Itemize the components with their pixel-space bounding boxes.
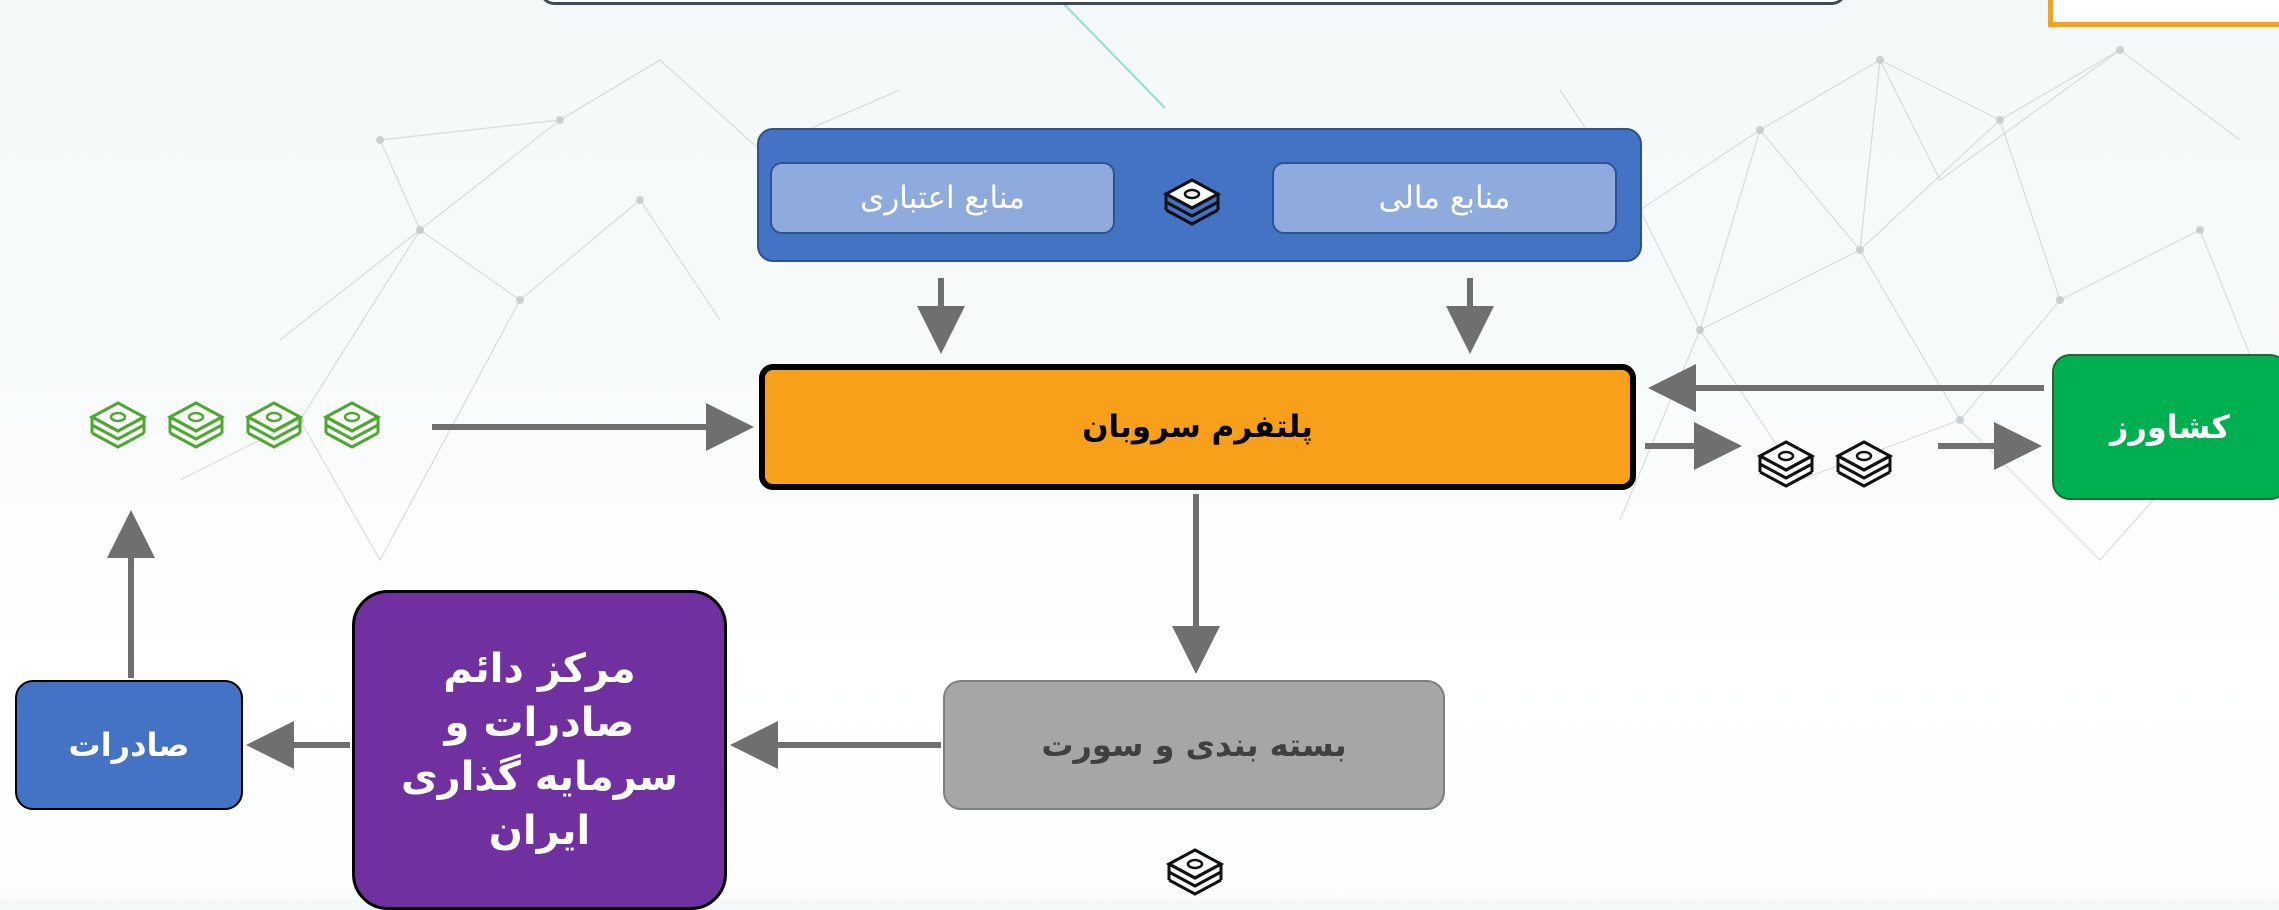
money-stack-icon (1758, 440, 1814, 488)
money-stack-icon (246, 401, 302, 449)
money-stack-icon (324, 401, 380, 449)
money-stack-icon (1167, 848, 1223, 896)
corner-frame (2048, 0, 2279, 27)
platform-node: پلتفرم سروبان (759, 364, 1636, 490)
exports-label: صادرات (68, 726, 190, 764)
financial-resources-box: منابع مالی (1272, 162, 1617, 234)
packaging-label: بسته بندی و سورت (1041, 726, 1347, 764)
financial-resources-label: منابع مالی (1378, 180, 1511, 216)
farmer-label: کشاورز (2110, 408, 2230, 446)
money-stack-icon (168, 401, 224, 449)
money-stack-icon (1836, 440, 1892, 488)
farmer-node: کشاورز (2052, 354, 2279, 500)
credit-resources-label: منابع اعتباری (860, 180, 1025, 216)
farmer-payment-icons (1758, 440, 1892, 488)
export-center-label: مرکز دائم صادرات و سرمایه گذاری ایران (401, 646, 678, 854)
credit-resources-box: منابع اعتباری (770, 162, 1115, 234)
exports-node: صادرات (15, 680, 243, 810)
export-revenue-icons (90, 401, 380, 449)
money-stack-icon (1164, 178, 1220, 226)
platform-label: پلتفرم سروبان (1082, 409, 1313, 445)
money-stack-icon (90, 401, 146, 449)
packaging-node: بسته بندی و سورت (943, 680, 1445, 810)
export-center-node: مرکز دائم صادرات و سرمایه گذاری ایران (352, 590, 727, 910)
